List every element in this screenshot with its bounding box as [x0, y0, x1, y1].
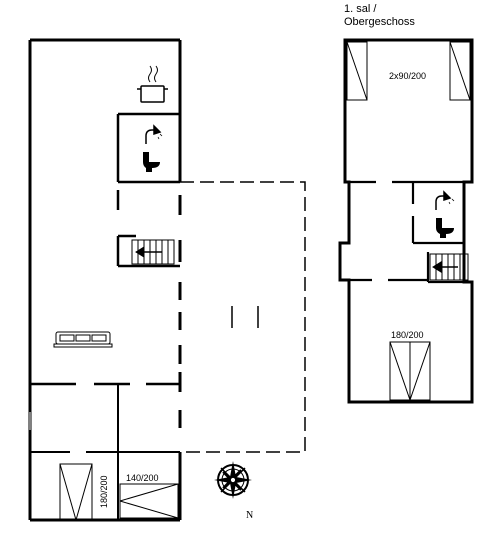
upper-floor [338, 38, 474, 404]
toilet-icon [436, 218, 454, 238]
bathroom [116, 112, 180, 210]
upper-floor-inner-walls [340, 180, 472, 284]
bed-label-upper-twin: 2x90/200 [389, 71, 426, 81]
shower-icon [435, 190, 455, 210]
bed-double-horizontal [119, 483, 179, 519]
sofa-icon [53, 331, 113, 348]
toilet-icon [143, 152, 160, 172]
stairs-icon [429, 253, 469, 281]
bed-twin-right [449, 41, 471, 101]
bed-twin-left [346, 41, 368, 101]
bed-label-upper-double: 180/200 [391, 330, 424, 340]
compass-icon [214, 461, 252, 499]
shower-icon [145, 124, 163, 144]
compass-north-label: N [246, 510, 253, 521]
ground-floor-outer-walls [28, 38, 182, 522]
stairs-icon [131, 239, 175, 265]
bed-double-upper [389, 341, 431, 401]
upper-floor-outer-walls [338, 38, 474, 404]
bed-label-ground-single: 180/200 [99, 475, 109, 508]
ground-floor [28, 38, 306, 522]
stair-box [116, 234, 180, 268]
bed-single-vertical [59, 463, 93, 521]
bedroom-separator [30, 384, 180, 520]
bed-label-ground-double: 140/200 [126, 473, 159, 483]
floor-label-line2: Obergeschoss [344, 16, 415, 28]
terrace-outline [180, 181, 306, 453]
pot-icon [137, 65, 168, 103]
floor-label-line1: 1. sal / [344, 3, 377, 15]
